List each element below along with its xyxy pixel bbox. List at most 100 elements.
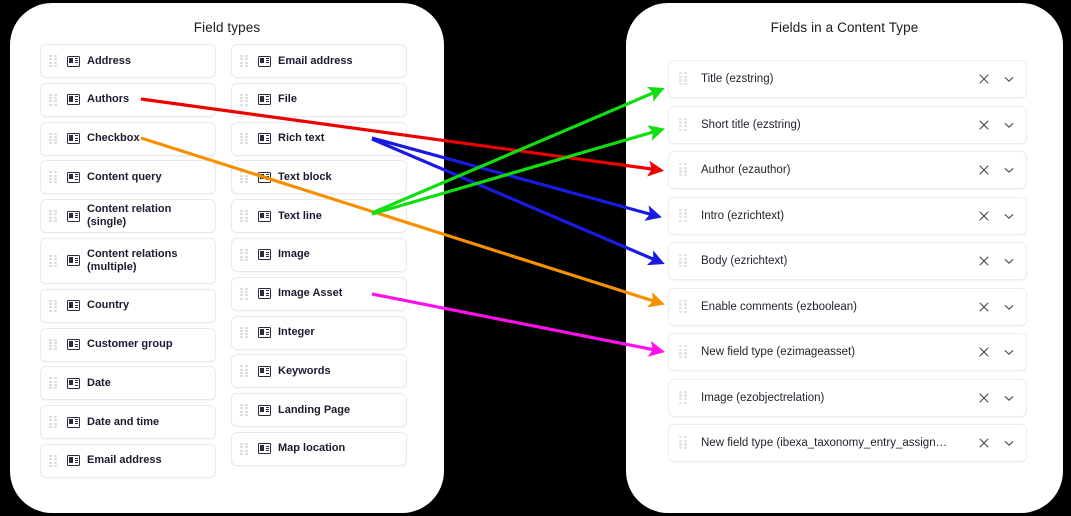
field-type-label: Content query bbox=[87, 170, 162, 183]
content-field-label: Author (ezauthor) bbox=[701, 164, 791, 176]
field-type-icon bbox=[67, 339, 80, 351]
field-type-card[interactable]: Landing Page bbox=[231, 393, 407, 428]
field-type-card[interactable]: Address bbox=[40, 44, 216, 78]
field-type-icon bbox=[258, 171, 271, 183]
chevron-down-icon[interactable] bbox=[1002, 209, 1016, 223]
drag-handle-icon[interactable] bbox=[49, 254, 58, 267]
drag-handle-icon[interactable] bbox=[49, 454, 58, 467]
field-type-card[interactable]: Email address bbox=[231, 44, 407, 78]
chevron-down-icon[interactable] bbox=[1002, 436, 1016, 450]
drag-handle-icon[interactable] bbox=[240, 210, 249, 223]
field-type-card[interactable]: Text line bbox=[231, 199, 407, 234]
chevron-down-icon[interactable] bbox=[1002, 345, 1016, 359]
drag-handle-icon[interactable] bbox=[679, 436, 689, 450]
content-field-label: Enable comments (ezboolean) bbox=[701, 300, 857, 313]
drag-handle-icon[interactable] bbox=[679, 208, 689, 223]
remove-icon[interactable] bbox=[977, 345, 991, 359]
field-type-card[interactable]: Image Asset bbox=[231, 276, 407, 311]
field-type-card[interactable]: Customer group bbox=[40, 327, 216, 362]
chevron-down-icon[interactable] bbox=[1002, 118, 1016, 132]
drag-handle-icon[interactable] bbox=[240, 404, 249, 417]
drag-handle-icon[interactable] bbox=[240, 93, 249, 106]
field-type-card[interactable]: Country bbox=[40, 288, 216, 323]
content-field-label: Short title (ezstring) bbox=[701, 118, 801, 131]
field-type-icon bbox=[258, 249, 271, 261]
field-type-card[interactable]: File bbox=[231, 82, 407, 117]
content-field-row[interactable]: Short title (ezstring) bbox=[668, 105, 1027, 144]
content-field-row[interactable]: Body (ezrichtext) bbox=[668, 242, 1027, 280]
drag-handle-icon[interactable] bbox=[49, 171, 58, 184]
drag-handle-icon[interactable] bbox=[240, 171, 249, 184]
content-field-label: Body (ezrichtext) bbox=[701, 255, 788, 267]
remove-icon[interactable] bbox=[977, 72, 991, 86]
field-type-icon bbox=[67, 300, 80, 312]
field-type-icon bbox=[258, 210, 271, 222]
drag-handle-icon[interactable] bbox=[679, 254, 689, 268]
field-type-icon bbox=[67, 55, 80, 67]
drag-handle-icon[interactable] bbox=[679, 299, 689, 314]
field-type-icon bbox=[67, 94, 80, 106]
drag-handle-icon[interactable] bbox=[679, 72, 689, 86]
drag-handle-icon[interactable] bbox=[49, 377, 58, 390]
field-type-card[interactable]: Text block bbox=[231, 160, 407, 195]
drag-handle-icon[interactable] bbox=[240, 326, 249, 339]
drag-handle-icon[interactable] bbox=[679, 163, 689, 177]
content-field-row[interactable]: Enable comments (ezboolean) bbox=[668, 287, 1027, 326]
field-type-card[interactable]: Rich text bbox=[231, 121, 407, 156]
remove-icon[interactable] bbox=[977, 163, 991, 177]
field-type-card[interactable]: Date and time bbox=[40, 405, 216, 440]
drag-handle-icon[interactable] bbox=[49, 93, 58, 106]
drag-handle-icon[interactable] bbox=[679, 345, 689, 359]
content-field-row[interactable]: Image (ezobjectrelation) bbox=[668, 378, 1027, 417]
content-field-row[interactable]: Title (ezstring) bbox=[668, 60, 1027, 98]
drag-handle-icon[interactable] bbox=[49, 338, 58, 351]
remove-icon[interactable] bbox=[977, 436, 991, 450]
drag-handle-icon[interactable] bbox=[240, 442, 249, 455]
field-type-card[interactable]: Date bbox=[40, 366, 216, 401]
field-type-card[interactable]: Content query bbox=[40, 160, 216, 195]
field-type-card[interactable]: Image bbox=[231, 237, 407, 272]
field-type-label: Keywords bbox=[278, 364, 331, 377]
chevron-down-icon[interactable] bbox=[1002, 254, 1016, 268]
content-field-label: Intro (ezrichtext) bbox=[701, 209, 785, 222]
field-type-icon bbox=[67, 210, 80, 222]
content-field-row[interactable]: New field type (ibexa_taxonomy_entry_ass… bbox=[668, 424, 1027, 462]
chevron-down-icon[interactable] bbox=[1002, 72, 1016, 86]
drag-handle-icon[interactable] bbox=[49, 416, 58, 429]
drag-handle-icon[interactable] bbox=[49, 55, 58, 67]
chevron-down-icon[interactable] bbox=[1002, 391, 1016, 405]
remove-icon[interactable] bbox=[977, 391, 991, 405]
field-type-icon bbox=[258, 404, 271, 416]
field-type-label: Content relations (multiple) bbox=[87, 247, 178, 273]
field-type-card[interactable]: Content relation (single) bbox=[40, 199, 216, 234]
content-field-row[interactable]: New field type (ezimageasset) bbox=[668, 333, 1027, 371]
drag-handle-icon[interactable] bbox=[240, 55, 249, 67]
field-type-card[interactable]: Integer bbox=[231, 315, 407, 350]
remove-icon[interactable] bbox=[977, 209, 991, 223]
field-type-card[interactable]: Checkbox bbox=[40, 121, 216, 156]
drag-handle-icon[interactable] bbox=[240, 132, 249, 145]
remove-icon[interactable] bbox=[977, 254, 991, 268]
drag-handle-icon[interactable] bbox=[49, 210, 58, 223]
field-type-icon bbox=[67, 255, 80, 267]
field-type-card[interactable]: Keywords bbox=[231, 354, 407, 389]
drag-handle-icon[interactable] bbox=[240, 365, 249, 378]
field-type-card[interactable]: Content relations (multiple) bbox=[40, 237, 216, 284]
drag-handle-icon[interactable] bbox=[679, 390, 689, 405]
content-field-row[interactable]: Intro (ezrichtext) bbox=[668, 196, 1027, 235]
drag-handle-icon[interactable] bbox=[49, 132, 58, 145]
drag-handle-icon[interactable] bbox=[49, 299, 58, 312]
remove-icon[interactable] bbox=[977, 118, 991, 132]
drag-handle-icon[interactable] bbox=[240, 287, 249, 300]
drag-handle-icon[interactable] bbox=[240, 248, 249, 261]
content-field-label: Image (ezobjectrelation) bbox=[701, 391, 825, 404]
field-type-card[interactable]: Map location bbox=[231, 431, 407, 466]
chevron-down-icon[interactable] bbox=[1002, 300, 1016, 314]
chevron-down-icon[interactable] bbox=[1002, 163, 1016, 177]
drag-handle-icon[interactable] bbox=[679, 117, 689, 132]
field-type-card[interactable]: Email address bbox=[40, 443, 216, 478]
remove-icon[interactable] bbox=[977, 300, 991, 314]
content-field-row[interactable]: Author (ezauthor) bbox=[668, 151, 1027, 189]
field-type-card[interactable]: Authors bbox=[40, 82, 216, 117]
